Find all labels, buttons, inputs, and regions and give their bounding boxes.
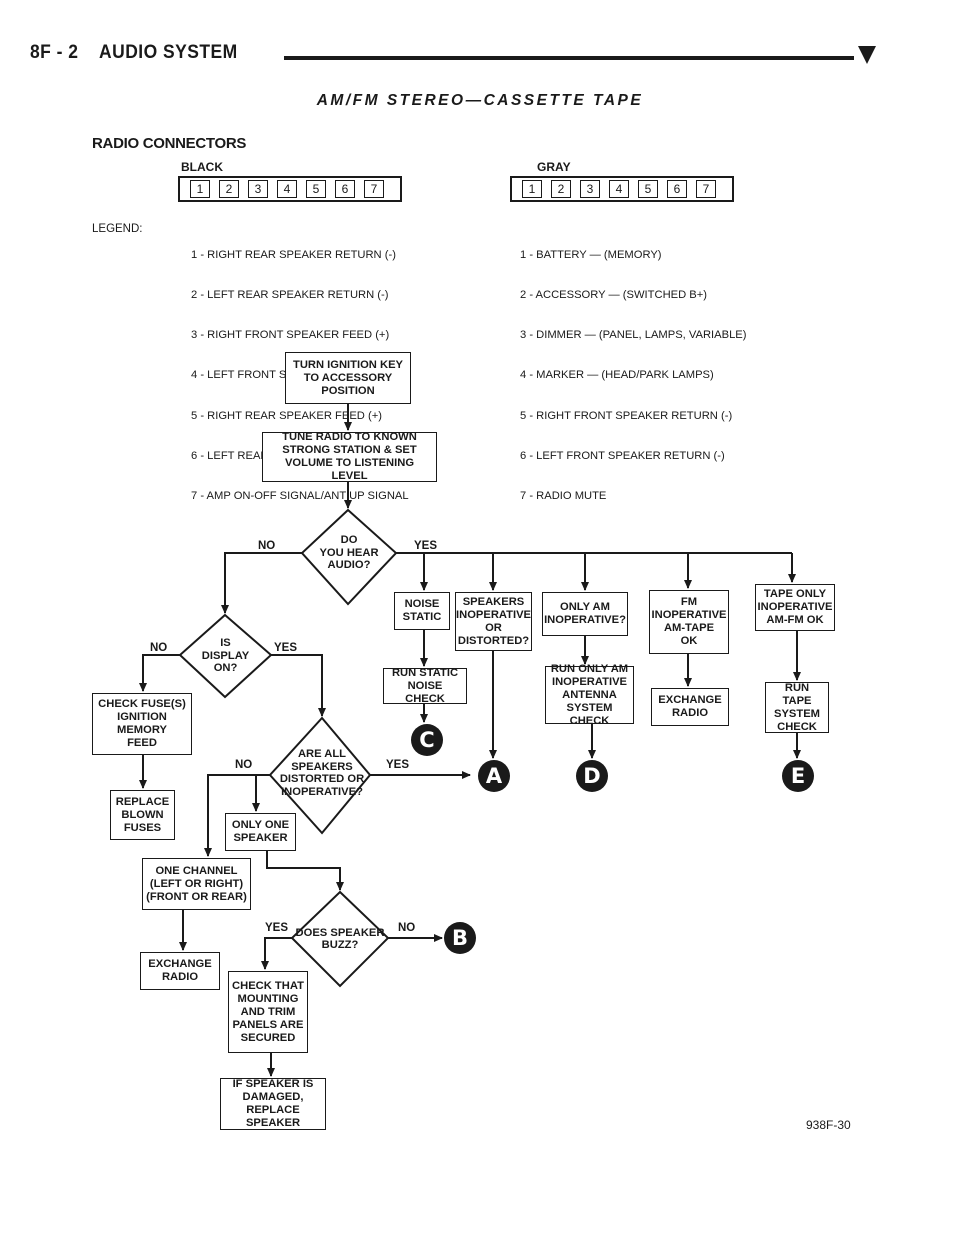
gray-pin: 1: [522, 180, 542, 198]
gray-connector-name: GRAY: [537, 160, 571, 174]
legend-label: LEGEND:: [92, 223, 143, 235]
tune-radio-step: TUNE RADIO TO KNOWN STRONG STATION & SET…: [262, 431, 437, 482]
noise-static-symptom: NOISE STATIC: [394, 592, 450, 630]
black-pin: 4: [277, 180, 297, 198]
black-connector-name: BLACK: [181, 160, 223, 174]
no-label: NO: [398, 922, 416, 934]
legend-item: 5 - RIGHT FRONT SPEAKER RETURN (-): [520, 409, 733, 422]
exchange-radio-step-2: EXCHANGE RADIO: [140, 952, 220, 990]
no-label: NO: [150, 642, 168, 654]
diagram-subtitle: AM/FM STEREO—CASSETTE TAPE: [316, 92, 644, 109]
black-connector-body: 1 2 3 4 5 6 7: [178, 176, 402, 202]
only-one-speaker-symptom: ONLY ONE SPEAKER: [225, 813, 296, 851]
legend-item: 7 - AMP ON-OFF SIGNAL/ANT UP SIGNAL: [191, 490, 409, 503]
decision-diamond: [300, 508, 398, 606]
gray-pin: 3: [580, 180, 600, 198]
gray-pin: 4: [609, 180, 629, 198]
replace-speaker-step: IF SPEAKER IS DAMAGED, REPLACE SPEAKER: [220, 1078, 326, 1130]
gray-legend: 1 - BATTERY — (MEMORY) 2 - ACCESSORY — (…: [520, 222, 747, 517]
display-on-question: IS DISPLAY ON?: [201, 637, 250, 675]
connector-b-icon: B: [444, 922, 476, 954]
black-pin: 1: [190, 180, 210, 198]
exchange-radio-step: EXCHANGE RADIO: [651, 688, 729, 726]
fm-inop-symptom: FM INOPERATIVE AM-TAPE OK: [649, 590, 729, 654]
legend-item: 1 - BATTERY — (MEMORY): [520, 248, 662, 261]
gray-pin: 7: [696, 180, 716, 198]
legend-item: 7 - RADIO MUTE: [520, 490, 607, 503]
no-label: NO: [235, 759, 253, 771]
yes-label: YES: [265, 922, 289, 934]
section-title: RADIO CONNECTORS: [92, 135, 247, 152]
hear-audio-question: DO YOU HEAR AUDIO?: [319, 534, 379, 572]
check-fuse-step: CHECK FUSE(S) IGNITION MEMORY FEED: [92, 693, 192, 755]
legend-item: 2 - LEFT REAR SPEAKER RETURN (-): [191, 289, 389, 302]
gray-pin: 6: [667, 180, 687, 198]
header-triangle-icon: [858, 46, 876, 64]
black-pin: 2: [219, 180, 239, 198]
one-channel-symptom: ONE CHANNEL (LEFT OR RIGHT) (FRONT OR RE…: [142, 858, 251, 910]
no-label: NO: [258, 540, 276, 552]
black-pin: 3: [248, 180, 268, 198]
gray-connector: 1 2 3 4 5 6 7: [510, 176, 740, 202]
black-pin: 7: [364, 180, 384, 198]
gray-connector-body: 1 2 3 4 5 6 7: [510, 176, 734, 202]
decision-diamond: [268, 716, 372, 835]
gray-pin: 5: [638, 180, 658, 198]
header-rule: [284, 56, 854, 60]
tape-only-symptom: TAPE ONLY INOPERATIVE AM-FM OK: [755, 584, 835, 631]
legend-item: 5 - RIGHT REAR SPEAKER FEED (+): [191, 409, 382, 422]
run-only-am-check: RUN ONLY AM INOPERATIVE ANTENNA SYSTEM C…: [545, 663, 634, 727]
black-pin: 5: [306, 180, 326, 198]
yes-label: YES: [274, 642, 298, 654]
decision-diamond: [178, 613, 273, 699]
gray-pin: 2: [551, 180, 571, 198]
legend-item: 3 - RIGHT FRONT SPEAKER FEED (+): [191, 329, 390, 342]
speakers-inop-symptom: SPEAKERS INOPERATIVE OR DISTORTED?: [455, 592, 532, 651]
legend-item: 4 - MARKER — (HEAD/PARK LAMPS): [520, 369, 714, 382]
black-connector: 1 2 3 4 5 6 7: [178, 176, 408, 202]
yes-label: YES: [386, 759, 410, 771]
connector-d-icon: D: [576, 760, 608, 792]
connector-e-icon: E: [782, 760, 814, 792]
legend-item: 2 - ACCESSORY — (SWITCHED B+): [520, 289, 708, 302]
decision-diamond: [290, 890, 390, 988]
run-static-check: RUN STATIC NOISE CHECK: [383, 667, 467, 705]
replace-fuses-step: REPLACE BLOWN FUSES: [110, 790, 175, 840]
turn-key-step: TURN IGNITION KEY TO ACCESSORY POSITION: [285, 352, 411, 404]
figure-id: 938F-30: [806, 1118, 851, 1132]
check-mounting-step: CHECK THAT MOUNTING AND TRIM PANELS ARE …: [228, 971, 308, 1053]
connector-c-icon: C: [411, 724, 443, 756]
only-am-symptom: ONLY AM INOPERATIVE?: [542, 592, 628, 636]
connector-a-icon: A: [478, 760, 510, 792]
run-tape-check: RUN TAPE SYSTEM CHECK: [765, 682, 829, 733]
legend-item: 3 - DIMMER — (PANEL, LAMPS, VARIABLE): [520, 329, 747, 342]
yes-label: YES: [414, 540, 438, 552]
speaker-buzz-question: DOES SPEAKER BUZZ?: [295, 926, 385, 952]
page-title: 8F - 2 AUDIO SYSTEM: [30, 42, 238, 63]
black-pin: 6: [335, 180, 355, 198]
all-speakers-question: ARE ALL SPEAKERS DISTORTED OR INOPERATIV…: [279, 748, 365, 798]
legend-item: 1 - RIGHT REAR SPEAKER RETURN (-): [191, 248, 396, 261]
legend-item: 6 - LEFT FRONT SPEAKER RETURN (-): [520, 449, 725, 462]
